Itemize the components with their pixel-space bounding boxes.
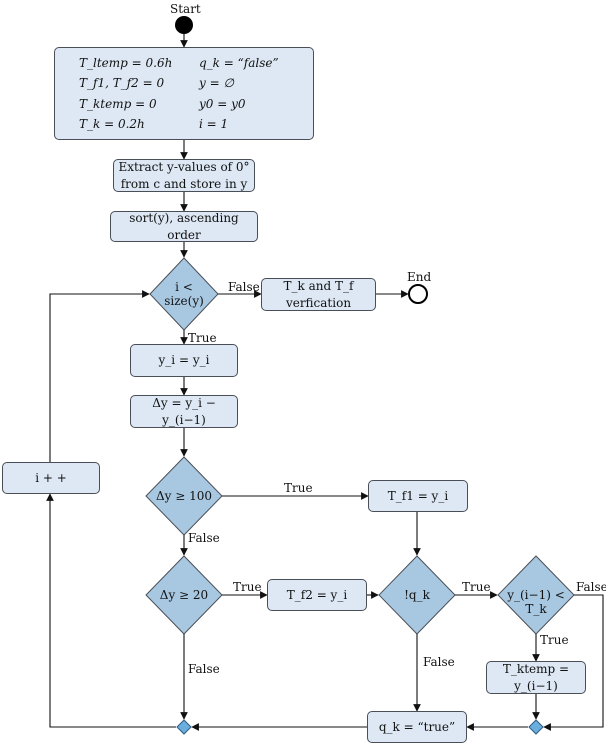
extract-line2: from c and store in y: [120, 176, 248, 191]
edge-label-false-qk: False: [423, 655, 455, 669]
cond-i-label: i < size(y): [150, 280, 218, 309]
edge-label-true-qk: True: [462, 580, 491, 594]
qk-true-box: q_k = “true”: [367, 711, 467, 743]
edge-merge-incr: [46, 493, 176, 728]
cond-i-line2: size(y): [164, 294, 204, 309]
sort-box: sort(y), ascending order: [110, 211, 258, 242]
merge-node-left: [176, 719, 192, 735]
edge-label-true-tk: True: [540, 633, 569, 647]
end-label: End: [407, 270, 432, 284]
delta-box: Δy = y_i − y_(i−1): [130, 395, 238, 428]
tktemp-box: T_ktemp = y_(i−1): [486, 661, 586, 694]
init-tk: T_k = 0.2h: [79, 116, 145, 131]
edge-label-false-cond20: False: [188, 662, 220, 676]
merge-node-right: [528, 719, 544, 735]
init-ltemp: T_ltemp = 0.6h: [79, 56, 173, 71]
edge-tk-false: [543, 594, 604, 731]
init-ktemp: T_ktemp = 0: [79, 96, 157, 111]
cond-20-label: Δy ≥ 20: [159, 588, 209, 602]
edge-label-false-tk: False: [576, 580, 606, 594]
start-node: [175, 16, 193, 34]
tf1-box: T_f1 = y_i: [368, 480, 468, 512]
init-tf: T_f1, T_f2 = 0: [79, 76, 165, 91]
init-block: T_ltemp = 0.6h q_k = “false” T_f1, T_f2 …: [54, 47, 314, 140]
edge-label-false-cond-i: False: [228, 280, 260, 294]
verify-box: T_k and T_f verfication: [261, 278, 376, 311]
cond-tk-label: y_(i−1) < T_k: [507, 588, 565, 617]
edge-incr-cond: [49, 290, 150, 462]
cond-100-label: Δy ≥ 100: [155, 489, 213, 503]
init-y0: y0 = y0: [199, 96, 246, 111]
increment-box: i + +: [2, 462, 100, 494]
assign-yi-box: y_i = y_i: [130, 344, 238, 377]
cond-qk-label: !q_k: [404, 588, 430, 602]
extract-box: Extract y-values of 0° from c and store …: [113, 159, 255, 192]
init-y: y = ∅: [199, 76, 234, 91]
tf2-box: T_f2 = y_i: [267, 579, 367, 611]
init-qk: q_k = “false”: [199, 56, 279, 71]
edge-label-false-cond100: False: [188, 531, 220, 545]
start-label: Start: [170, 2, 201, 16]
cond-i-line1: i <: [175, 280, 193, 294]
init-i: i = 1: [199, 116, 229, 131]
edge-label-true-cond-i: True: [188, 331, 217, 345]
edge-label-true-cond20: True: [233, 580, 262, 594]
edge-label-true-cond100: True: [284, 481, 313, 495]
end-node: [408, 284, 428, 304]
extract-line1: Extract y-values of 0°: [118, 160, 250, 175]
